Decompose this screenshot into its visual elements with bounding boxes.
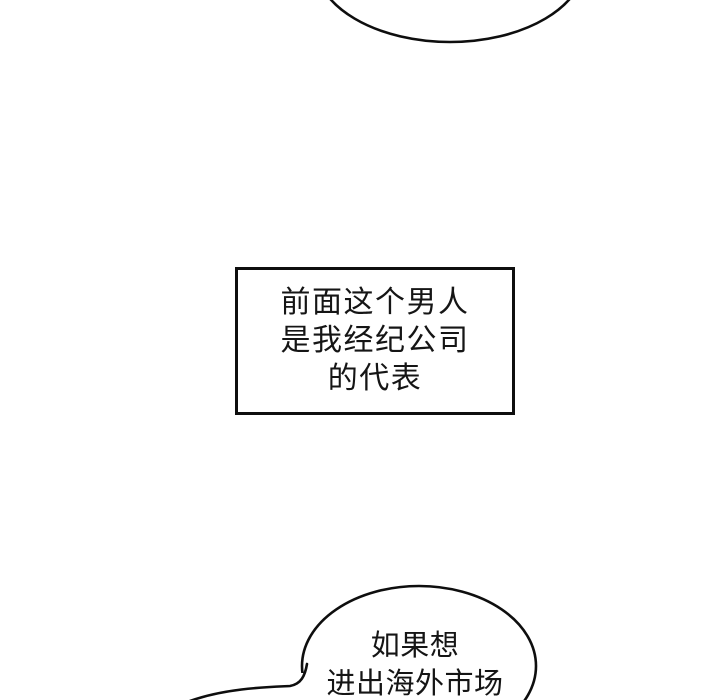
bottom-bubble-tail xyxy=(189,662,309,700)
bottom-bubble-text: 如果想 进出海外市场 xyxy=(295,627,535,700)
bottom-speech-bubble xyxy=(300,584,538,700)
top-speech-bubble xyxy=(329,0,571,44)
narration-box: 前面这个男人 是我经纪公司 的代表 xyxy=(235,267,515,415)
narration-line-2: 是我经纪公司 xyxy=(280,324,470,357)
narration-line-3: 的代表 xyxy=(327,362,423,395)
bottom-bubble-line-1: 如果想 xyxy=(370,630,460,662)
narration-line-1: 前面这个男人 xyxy=(280,286,470,319)
bottom-bubble-line-2: 进出海外市场 xyxy=(326,668,504,700)
bubble-tail-gap xyxy=(300,673,320,700)
